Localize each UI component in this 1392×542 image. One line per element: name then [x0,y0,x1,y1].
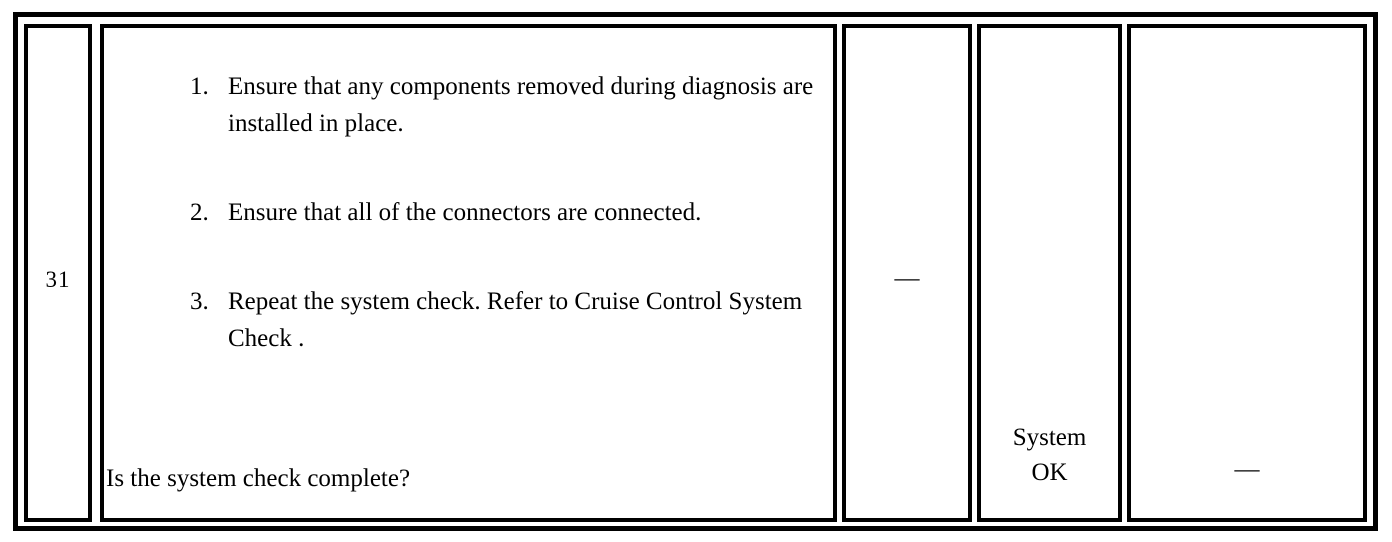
step-text: Repeat the system check. Refer to Cruise… [228,288,803,352]
yes-result-line-2: OK [1031,459,1068,486]
step-marker: 3. [190,288,209,315]
list-item: 2. Ensure that all of the connectors are… [190,194,830,231]
cell-no-result: — [1127,24,1367,522]
yes-result-line-1: System [1012,424,1087,451]
step-list: 1. Ensure that any components removed du… [190,68,830,357]
value-dash: — [894,265,920,292]
step-marker: 1. [190,73,209,100]
list-item: 1. Ensure that any components removed du… [190,68,830,142]
yes-result-text: System OK [981,420,1118,490]
list-item: 3. Repeat the system check. Refer to Cru… [190,283,830,357]
step-text: Ensure that any components removed durin… [228,73,814,137]
step-marker: 2. [190,199,209,226]
step-number-label: 31 [45,267,71,292]
cell-step-number: 31 [24,24,92,522]
step-text: Ensure that all of the connectors are co… [228,199,702,226]
cell-yes-result: System OK [977,24,1122,522]
step-question: Is the system check complete? [106,465,411,492]
cell-value: — [842,24,972,522]
cell-step-body: 1. Ensure that any components removed du… [100,24,837,522]
no-result-dash: — [1234,456,1260,483]
